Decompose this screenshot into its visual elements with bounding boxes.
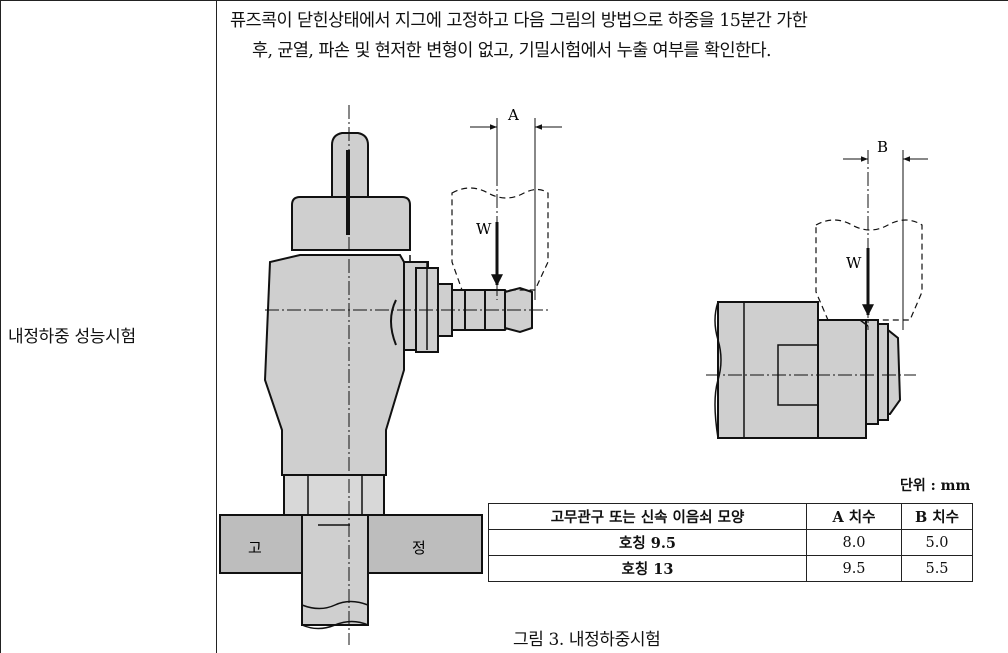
figure-caption: 그림 3. 내정하중시험 <box>513 630 661 650</box>
valve-body <box>263 254 405 476</box>
coupling-ring-1 <box>865 319 879 425</box>
header-shape: 고무관구 또는 신속 이음쇠 모양 <box>488 503 807 530</box>
dimension-b-label: B <box>877 138 888 156</box>
load-label-right: W <box>846 254 862 272</box>
cell-a: 9.5 <box>806 555 902 582</box>
description-line-1: 퓨즈콕이 닫힌상태에서 지그에 고정하고 다음 그림의 방법으로 하중을 15분… <box>230 11 808 31</box>
coupling-tip <box>887 327 902 415</box>
cell-b: 5.5 <box>901 555 973 582</box>
fixture-label-left: 고 <box>248 539 262 557</box>
table-row: 호칭 9.5 8.0 5.0 <box>488 529 973 556</box>
cell-shape: 호칭 9.5 <box>488 529 807 556</box>
load-label-left: W <box>476 220 492 238</box>
header-a: A 치수 <box>806 503 902 530</box>
coupling-body <box>717 301 819 439</box>
unit-label: 단위 : mm <box>900 478 971 494</box>
lower-neck <box>283 474 385 516</box>
coupling-drawing <box>717 301 902 439</box>
coupling-sleeve <box>817 319 867 439</box>
header-b: B 치수 <box>901 503 973 530</box>
cell-b: 5.0 <box>901 529 973 556</box>
dimension-table: 고무관구 또는 신속 이음쇠 모양 A 치수 B 치수 호칭 9.5 8.0 5… <box>488 503 973 582</box>
description-line-2: 후, 균열, 파손 및 현저한 변형이 없고, 기밀시험에서 누출 여부를 확인… <box>252 41 772 61</box>
knob-base <box>291 196 411 251</box>
coupling-ring-2 <box>877 323 889 421</box>
fixture-label-right: 정 <box>412 539 426 557</box>
table-row: 호칭 13 9.5 5.5 <box>488 555 973 582</box>
cell-a: 8.0 <box>806 529 902 556</box>
dimension-a-label: A <box>507 106 519 124</box>
row-label: 내정하중 성능시험 <box>8 327 136 347</box>
fuse-cock-drawing <box>219 132 533 626</box>
table-header-row: 고무관구 또는 신속 이음쇠 모양 A 치수 B 치수 <box>488 503 973 530</box>
top-border <box>0 0 1008 1</box>
test-description: 퓨즈콕이 닫힌상태에서 지그에 고정하고 다음 그림의 방법으로 하중을 15분… <box>230 6 1002 66</box>
column-divider <box>216 0 217 653</box>
left-border <box>0 0 1 653</box>
cell-shape: 호칭 13 <box>488 555 807 582</box>
